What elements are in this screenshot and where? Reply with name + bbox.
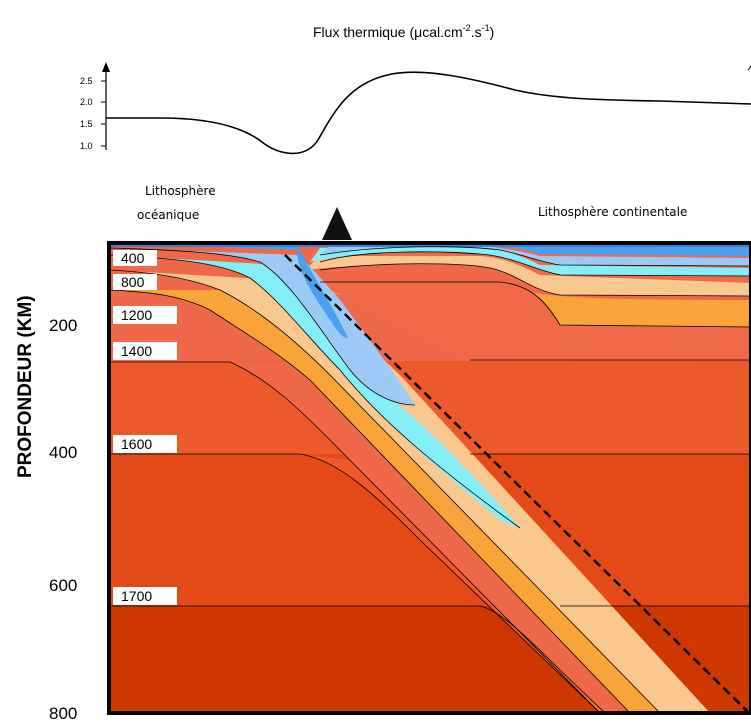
- oceanic-lithosphere-label-2: océanique: [137, 208, 199, 222]
- isotherm-label-1600: 1600: [121, 436, 152, 452]
- isotherm-label-box: [113, 306, 177, 324]
- depth-label-800: 800: [49, 704, 77, 722]
- isotherm-label-800: 800: [121, 274, 145, 290]
- tick-label-2.0: 2.0: [80, 97, 93, 107]
- isotherm-label-1200: 1200: [121, 307, 152, 323]
- oceanic-lithosphere-label-1: Lithosphère: [145, 184, 216, 198]
- zone-600-800: [109, 248, 415, 405]
- depth-label-400: 400: [49, 443, 77, 462]
- zone-1000-1200-wedge: [305, 256, 751, 296]
- slab-boundary-dashed: [284, 254, 749, 713]
- zone-600-800-wedge: [320, 244, 751, 266]
- section-frame: [107, 241, 751, 715]
- isotherm-label-box: [113, 587, 177, 605]
- isotherm-label-box: [113, 342, 177, 360]
- continental-lithosphere-label: Lithosphère continentale: [538, 205, 687, 219]
- isotherm-label-box: [113, 250, 157, 266]
- heat-flow-panel: Flux thermique (μcal.cm-2.s-1) 2.5 2.0 1…: [80, 23, 751, 155]
- isotherm-lines: [109, 246, 751, 713]
- zone-1000-1200: [109, 270, 710, 713]
- tick-label-2.5: 2.5: [80, 76, 93, 86]
- thermal-section: [109, 243, 751, 713]
- heat-flow-title: Flux thermique (μcal.cm-2.s-1): [313, 23, 494, 40]
- tick-label-1.5: 1.5: [80, 119, 93, 129]
- heat-flow-axis-arrow: [102, 62, 110, 72]
- depth-label-200: 200: [49, 316, 77, 335]
- depth-label-600: 600: [49, 576, 77, 595]
- volcano-triangle-icon: [322, 207, 352, 240]
- isotherm-label-box: [113, 435, 177, 453]
- isotherm-label-1400: 1400: [121, 343, 152, 359]
- zone-1200-1300: [109, 290, 700, 713]
- zone-wedge-1400: [315, 282, 751, 360]
- depth-axis-title: PROFONDEUR (KM): [15, 295, 36, 478]
- heat-flow-curve: [106, 71, 751, 155]
- tick-label-1.0: 1.0: [80, 141, 93, 151]
- isotherm-label-box: [113, 274, 157, 290]
- zone-1400-slab: [109, 362, 660, 713]
- zone-800-1000-wedge: [310, 246, 751, 276]
- isotherm-label-1700: 1700: [121, 588, 152, 604]
- isotherm-label-400: 400: [121, 250, 145, 266]
- isotherm-labels: 400 800 1200 1400 1600 1700: [113, 250, 177, 605]
